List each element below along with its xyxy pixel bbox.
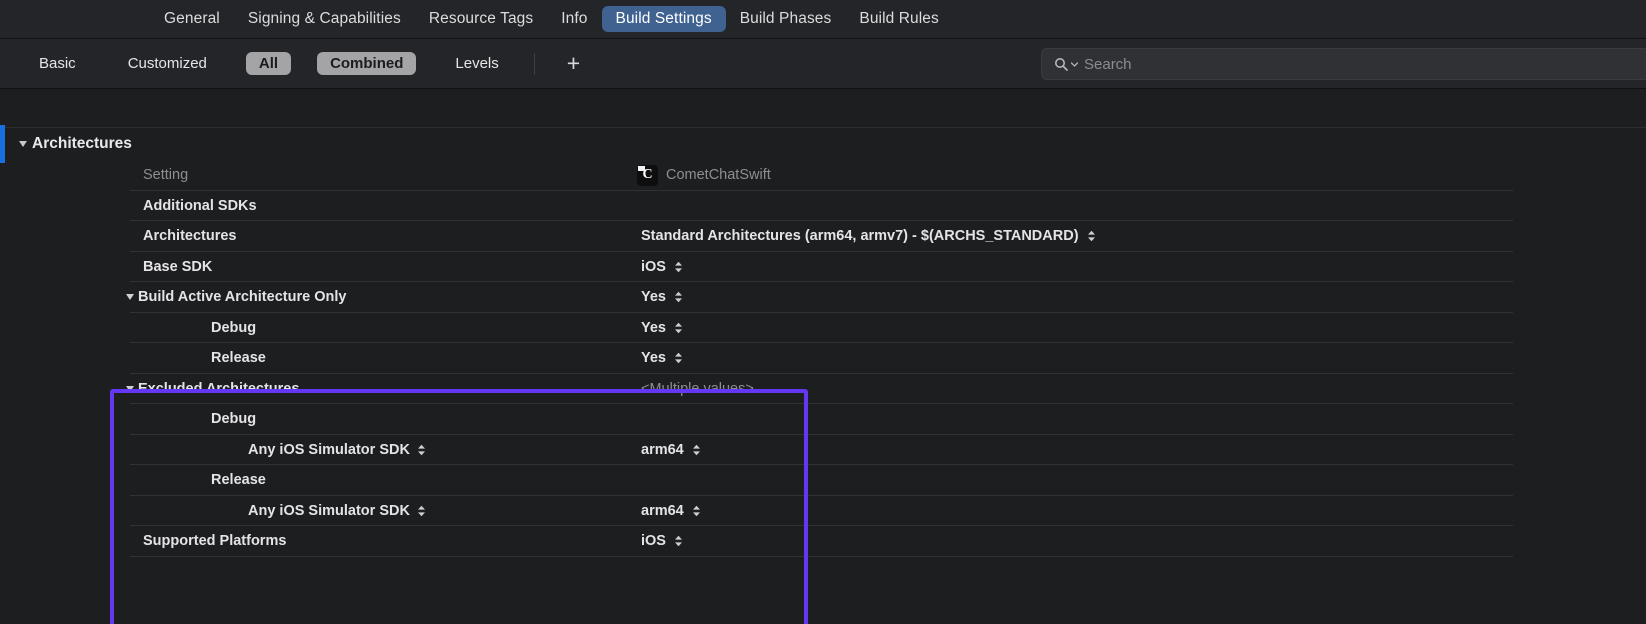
filter-segment-all[interactable]: All (245, 52, 292, 75)
project-editor-tabbar: General Signing & Capabilities Resource Ta… (0, 0, 1646, 39)
setting-name-cell: Excluded Architectures (126, 380, 300, 397)
column-header-target: C CometChatSwift (637, 164, 771, 186)
setting-name-label: Release (211, 350, 266, 367)
filter-segment-customized[interactable]: Customized (127, 55, 207, 72)
filter-divider (533, 52, 535, 75)
stepper-icon[interactable] (417, 444, 426, 456)
search-icon (1054, 57, 1078, 72)
setting-value-cell[interactable]: arm64 (641, 503, 701, 519)
tab-build-rules[interactable]: Build Rules (859, 10, 939, 27)
setting-name-label: Base SDK (143, 258, 213, 275)
tab-signing-capabilities[interactable]: Signing & Capabilities (247, 10, 401, 27)
setting-name-label: Architectures (143, 228, 237, 245)
disclosure-triangle-icon[interactable] (126, 385, 134, 392)
setting-value-cell[interactable]: iOS (641, 533, 683, 549)
search-field[interactable]: Search (1041, 48, 1646, 80)
disclosure-triangle-icon[interactable] (126, 294, 134, 301)
table-row[interactable]: Additional SDKs (0, 191, 1646, 222)
setting-value-cell[interactable]: Standard Architectures (arm64, armv7) - … (641, 228, 1096, 244)
setting-name-label: Excluded Architectures (138, 380, 300, 397)
settings-group-header-architectures[interactable]: Architectures (0, 128, 1646, 160)
setting-value-label: arm64 (641, 441, 684, 458)
disclosure-triangle-icon[interactable] (19, 141, 27, 147)
setting-value-label: Yes (641, 350, 666, 367)
table-row[interactable]: Debug (0, 404, 1646, 435)
stepper-icon[interactable] (674, 322, 683, 334)
setting-value-cell[interactable]: <Multiple values> (641, 381, 754, 397)
app-icon: C (637, 164, 658, 186)
setting-value-label: iOS (641, 533, 666, 550)
setting-name-cell: Any iOS Simulator SDK (248, 442, 426, 458)
setting-value-cell[interactable]: iOS (641, 259, 683, 275)
setting-name-cell: Release (211, 472, 266, 488)
setting-value-label: Yes (641, 289, 666, 306)
setting-name-cell: Debug (211, 411, 256, 427)
setting-name-cell: Release (211, 350, 266, 366)
filter-segment-combined[interactable]: Combined (317, 52, 417, 75)
stepper-icon[interactable] (692, 444, 701, 456)
settings-table: Setting C CometChatSwift Additional SDKs… (0, 160, 1646, 557)
stepper-icon[interactable] (674, 261, 683, 273)
chevron-down-icon (1071, 61, 1078, 67)
setting-name-cell: Any iOS Simulator SDK (248, 503, 426, 519)
setting-name-label: Supported Platforms (143, 533, 287, 550)
setting-name-label: Any iOS Simulator SDK (248, 502, 410, 519)
build-settings-content: Architectures Setting C CometChatSwift A… (0, 89, 1646, 624)
settings-group-title: Architectures (32, 135, 132, 152)
setting-value-label: iOS (641, 258, 666, 275)
setting-value-cell[interactable]: Yes (641, 289, 683, 305)
selection-accent-bar (0, 125, 5, 163)
table-row[interactable]: Release (0, 465, 1646, 496)
table-column-header-row: Setting C CometChatSwift (0, 160, 1646, 191)
setting-value-cell[interactable]: arm64 (641, 442, 701, 458)
stepper-icon[interactable] (674, 352, 683, 364)
filter-segment-basic[interactable]: Basic (39, 55, 76, 72)
stepper-icon[interactable] (417, 505, 426, 517)
filter-segment-levels[interactable]: Levels (455, 55, 499, 72)
setting-name-cell: Build Active Architecture Only (126, 289, 347, 306)
table-row[interactable]: Any iOS Simulator SDK arm64 (0, 435, 1646, 466)
add-user-defined-setting-button[interactable]: + (566, 50, 581, 76)
tab-info[interactable]: Info (561, 10, 588, 27)
table-row[interactable]: Supported Platforms iOS (0, 526, 1646, 557)
setting-name-cell: Base SDK (143, 259, 212, 275)
build-settings-filter-bar: Basic Customized All Combined Levels + Searc… (0, 39, 1646, 89)
setting-value-cell[interactable]: Yes (641, 350, 683, 366)
setting-value-label: arm64 (641, 502, 684, 519)
setting-value-label: <Multiple values> (641, 380, 754, 397)
setting-name-label: Release (211, 472, 266, 489)
table-row[interactable]: Debug Yes (0, 313, 1646, 344)
tab-build-phases[interactable]: Build Phases (739, 10, 832, 27)
tab-general[interactable]: General (164, 10, 220, 27)
tab-resource-tags[interactable]: Resource Tags (428, 10, 534, 27)
setting-name-label: Additional SDKs (143, 197, 257, 214)
table-row[interactable]: Release Yes (0, 343, 1646, 374)
content-top-strip (0, 89, 1646, 128)
setting-name-cell: Architectures (143, 228, 236, 244)
table-row[interactable]: Base SDK iOS (0, 252, 1646, 283)
column-header-setting: Setting (143, 167, 189, 184)
setting-value-cell[interactable]: Yes (641, 320, 683, 336)
table-row[interactable]: Excluded Architectures <Multiple values> (0, 374, 1646, 405)
setting-name-label: Build Active Architecture Only (138, 289, 347, 306)
stepper-icon[interactable] (692, 505, 701, 517)
setting-value-label: Standard Architectures (arm64, armv7) - … (641, 228, 1079, 245)
column-header-target-label: CometChatSwift (666, 167, 771, 184)
table-row[interactable]: Architectures Standard Architectures (arm… (0, 221, 1646, 252)
table-row[interactable]: Build Active Architecture Only Yes (0, 282, 1646, 313)
setting-name-cell: Supported Platforms (143, 533, 286, 549)
search-placeholder: Search (1084, 55, 1132, 73)
tab-build-settings[interactable]: Build Settings (601, 6, 726, 32)
setting-name-cell: Debug (211, 320, 256, 336)
setting-value-label: Yes (641, 319, 666, 336)
stepper-icon[interactable] (674, 535, 683, 547)
table-row[interactable]: Any iOS Simulator SDK arm64 (0, 496, 1646, 527)
setting-name-label: Any iOS Simulator SDK (248, 441, 410, 458)
setting-name-label: Debug (211, 411, 257, 428)
stepper-icon[interactable] (1087, 230, 1096, 242)
stepper-icon[interactable] (674, 291, 683, 303)
setting-name-label: Debug (211, 319, 257, 336)
setting-name-cell: Additional SDKs (143, 198, 257, 214)
